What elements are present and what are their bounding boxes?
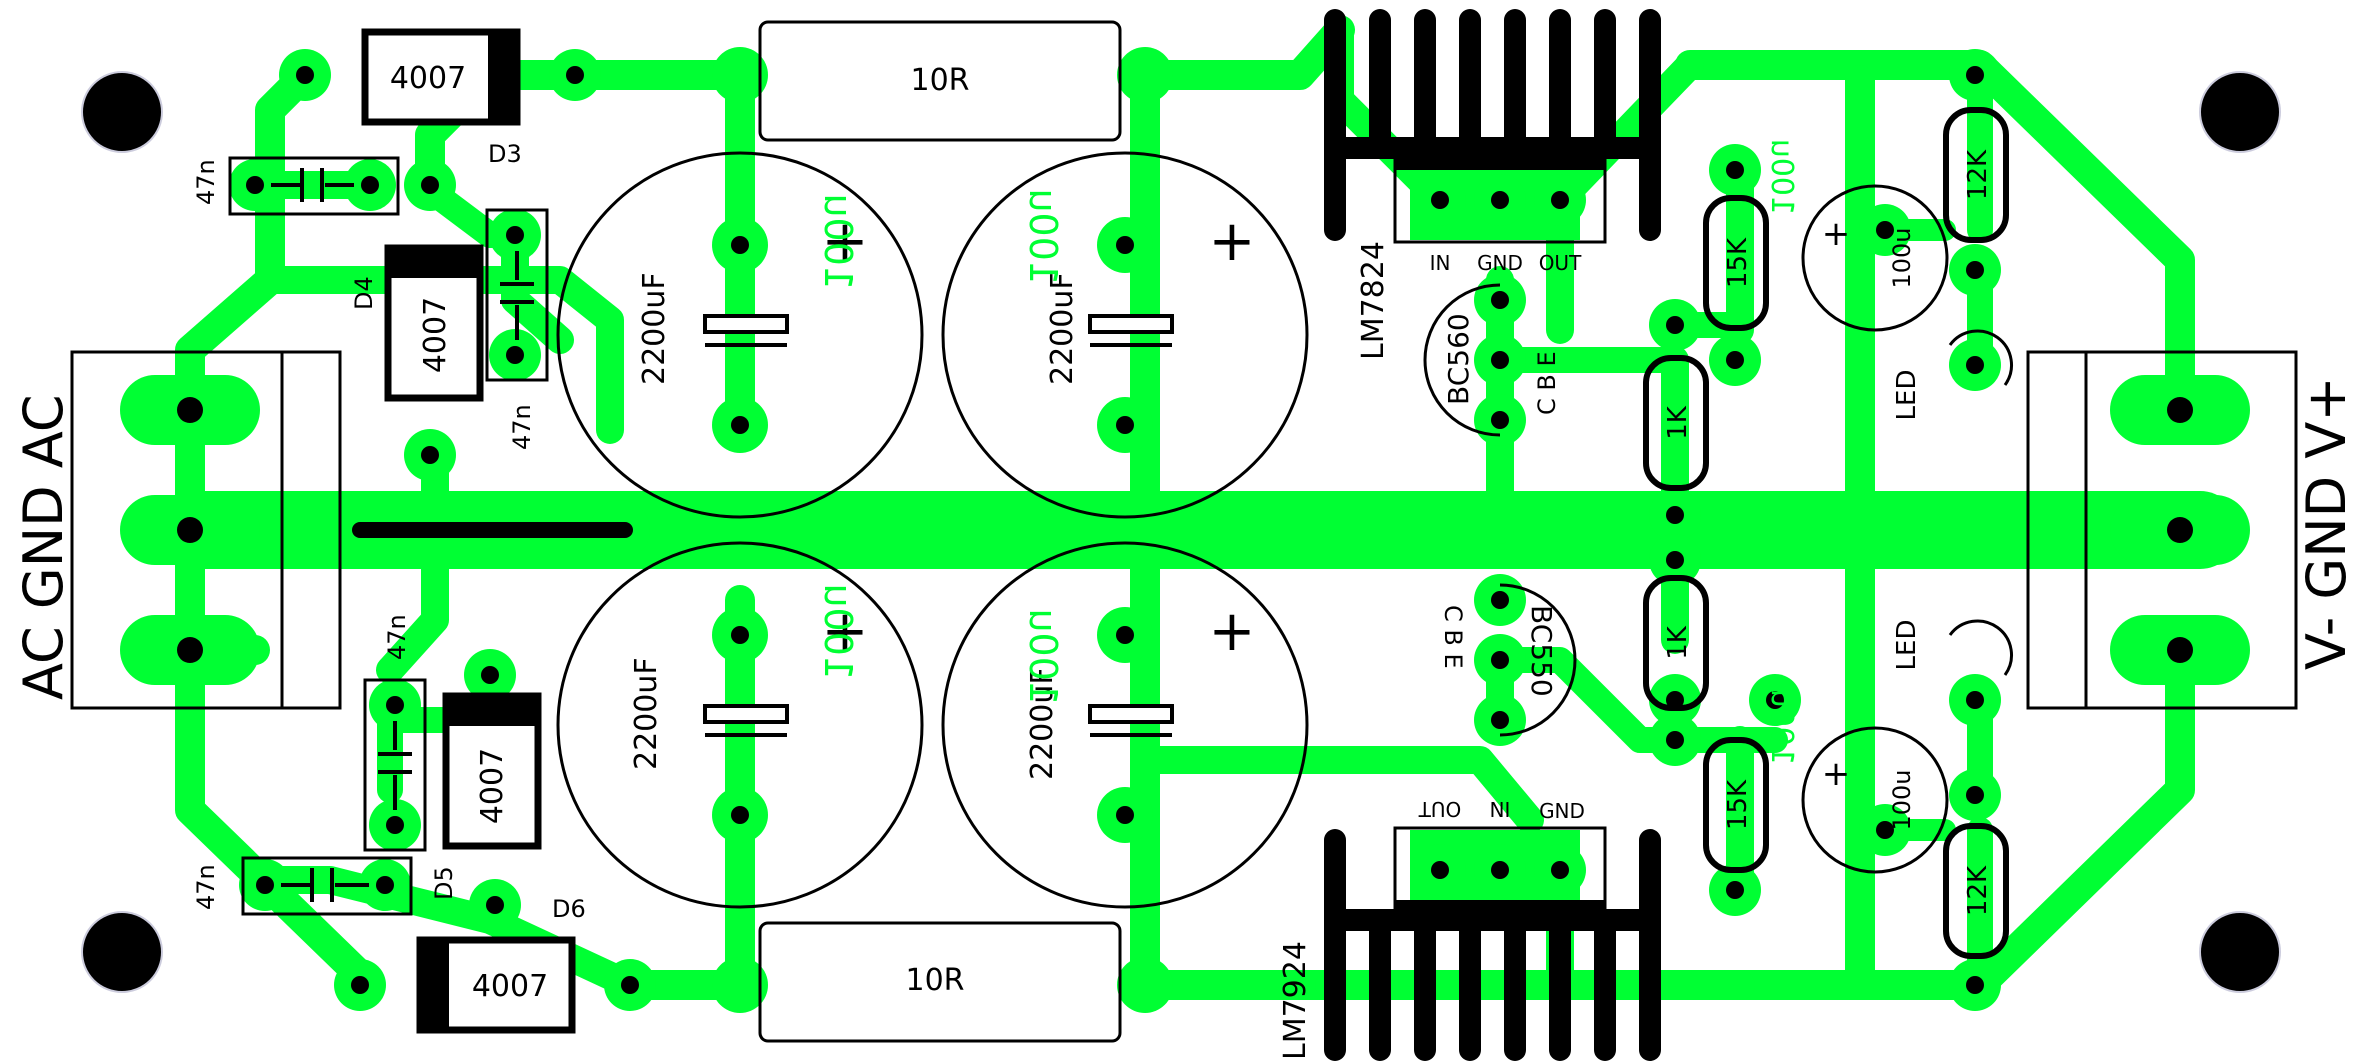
- transistor-top-pins: C B E: [1533, 351, 1561, 415]
- bulk-cap-3-value: 2200uF: [629, 657, 664, 770]
- transistor-bottom-name: BC550: [1525, 605, 1558, 697]
- output-connector-label: V- GND V+: [2295, 376, 2358, 670]
- output-cap-top-value: 100u: [1888, 227, 1916, 288]
- bulk-cap-1-plus: +: [822, 209, 869, 274]
- diode-d5: [442, 692, 542, 850]
- drill-holes: [177, 66, 2193, 994]
- diode-d5-part: 4007: [475, 748, 510, 824]
- bulk-cap-4-mirror-value: 100u: [1021, 608, 1065, 705]
- resistor-bodies: [1643, 107, 2009, 959]
- cap-47n-label-1: 47n: [192, 159, 220, 205]
- bulk-cap-3-plus: +: [822, 599, 869, 664]
- series-resistor-bottom-value: 10R: [905, 963, 964, 998]
- labels: AC GND AC V- GND V+ 4007 4007 4007 4007 …: [12, 61, 2358, 1060]
- output-cap-top-plus: +: [1822, 214, 1851, 254]
- diode-d6: [416, 936, 576, 1034]
- divider-bottom-15k: 15K: [1723, 779, 1753, 830]
- regulator-positive-name: LM7824: [1356, 241, 1391, 360]
- led-bottom-label: LED: [1892, 620, 1922, 671]
- divider-top-15k: 15K: [1723, 237, 1753, 288]
- regulator-positive-pin-gnd: GND: [1477, 251, 1523, 275]
- input-terminal-block: [70, 350, 342, 710]
- cap-symbols: [271, 168, 1174, 902]
- divider-top-1k: 1K: [1663, 405, 1693, 440]
- diode-d4-part: 4007: [418, 297, 453, 373]
- bulk-cap-4-value: 2200uF: [1025, 667, 1060, 780]
- led-resistor-bottom-12k: 12K: [1963, 865, 1993, 916]
- output-cap-bottom-plus: +: [1822, 754, 1851, 794]
- silkscreen: [70, 20, 2298, 1043]
- mounting-holes: [81, 71, 2281, 993]
- bulk-cap-3-mirror-value: 100u: [816, 583, 860, 680]
- diode-d3-ref: D3: [488, 140, 522, 168]
- led-resistor-top-12k: 12K: [1963, 149, 1993, 200]
- bulk-cap-2-value: 2200uF: [1045, 272, 1080, 385]
- bulk-cap-1-value: 2200uF: [637, 272, 672, 385]
- diode-d3-part: 4007: [390, 61, 466, 96]
- diode-d4: [384, 244, 484, 402]
- divider-bottom-1k: 1K: [1663, 625, 1693, 660]
- cap-47n-label-4: 47n: [192, 864, 220, 910]
- heatsink-top: [1324, 9, 1661, 241]
- regulator-negative-name: LM7924: [1278, 941, 1313, 1060]
- divider-top-mirror-value: 100u: [1764, 139, 1799, 215]
- regulator-negative-pin-in: IN: [1490, 797, 1511, 821]
- cap-47n-label-3: 47n: [383, 614, 411, 660]
- cap-47n-label-2: 47n: [508, 404, 536, 450]
- transistor-top-name: BC560: [1442, 313, 1475, 405]
- diode-d5-ref: D5: [430, 866, 458, 900]
- output-cap-bottom-value: 100u: [1888, 769, 1916, 830]
- bulk-cap-2-mirror-value: 100u: [1021, 188, 1065, 285]
- regulator-positive-pin-out: OUT: [1539, 251, 1582, 275]
- regulator-positive-pin-in: IN: [1430, 251, 1451, 275]
- led-top-label: LED: [1892, 370, 1922, 421]
- bulk-cap-2-plus: +: [1209, 209, 1256, 274]
- diode-d4-ref: D4: [350, 276, 378, 310]
- regulator-negative-pin-gnd: GND: [1539, 799, 1585, 823]
- diode-d3: [361, 28, 521, 126]
- diode-d6-ref: D6: [552, 895, 586, 923]
- transistor-bottom-pins: C B E: [1439, 605, 1467, 669]
- output-terminal-block: [2026, 350, 2298, 710]
- regulator-negative-pin-out: OUT: [1418, 797, 1461, 821]
- input-connector-label: AC GND AC: [12, 394, 75, 700]
- heatsink-bottom: [1324, 829, 1661, 1061]
- series-resistor-top-value: 10R: [910, 63, 969, 98]
- bulk-cap-4-plus: +: [1209, 599, 1256, 664]
- divider-bottom-mirror-value: 100u: [1764, 689, 1799, 765]
- diodes: [361, 28, 576, 1034]
- diode-d6-part: 4007: [472, 969, 548, 1004]
- bulk-cap-1-mirror-value: 100u: [816, 193, 860, 290]
